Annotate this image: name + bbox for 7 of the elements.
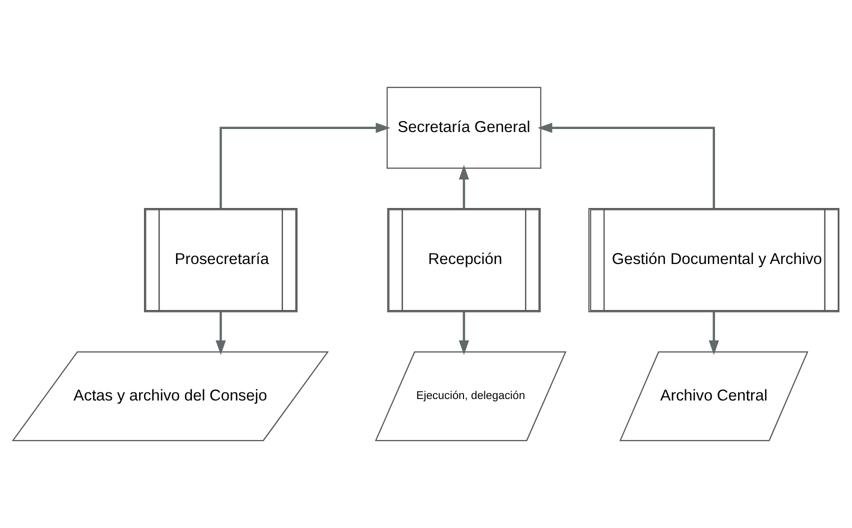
arrow — [458, 312, 470, 356]
arrow — [708, 312, 719, 356]
arrow — [220, 122, 390, 208]
arrow — [538, 122, 715, 208]
arrow — [458, 164, 470, 208]
arrow — [216, 312, 226, 356]
node-box: Secretaría General — [386, 86, 542, 169]
